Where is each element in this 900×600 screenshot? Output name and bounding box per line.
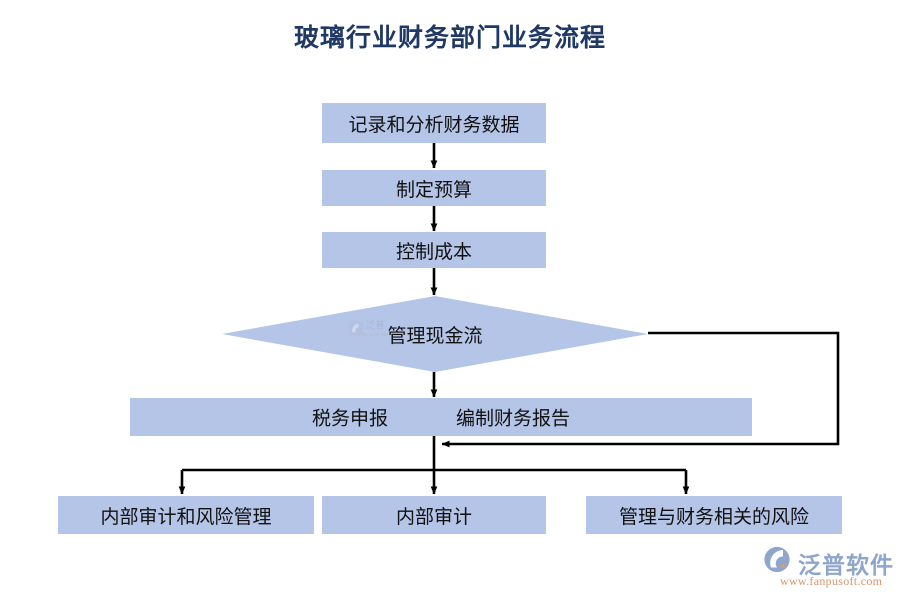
flow-node-tax-report-bar[interactable]: 税务申报 编制财务报告 (130, 398, 752, 436)
diamond-shape (222, 296, 648, 372)
logo-url: www.fanpusoft.com (780, 574, 883, 588)
flow-node-cash-decision[interactable]: 泛普 FANPU SOFTWARE 管理现金流 (222, 296, 648, 372)
flow-node-label: 制定预算 (395, 179, 472, 201)
edge-feedback-loop (441, 331, 840, 448)
flow-node-label-report: 编制财务报告 (456, 408, 571, 430)
flow-node-label: 控制成本 (395, 241, 472, 263)
fanpu-logo-icon (764, 546, 790, 573)
logo-name: 泛普软件 (798, 552, 894, 578)
flow-node-internal-audit[interactable]: 内部审计 (322, 496, 546, 534)
flow-node-label-tax: 税务申报 (312, 408, 389, 430)
page-title: 玻璃行业财务部门业务流程 (293, 24, 606, 52)
flow-node-audit-risk[interactable]: 内部审计和风险管理 (58, 496, 314, 534)
flow-node-record[interactable]: 记录和分析财务数据 (322, 103, 546, 143)
flow-node-label: 内部审计和风险管理 (100, 506, 272, 528)
flow-node-financial-risk[interactable]: 管理与财务相关的风险 (586, 496, 842, 534)
fanpu-logo: 泛普软件 www.fanpusoft.com (762, 545, 894, 593)
flow-node-label: 记录和分析财务数据 (348, 114, 520, 136)
flow-node-label: 管理现金流 (387, 325, 483, 347)
flow-node-budget[interactable]: 制定预算 (322, 170, 546, 206)
flow-node-cost[interactable]: 控制成本 (322, 232, 546, 268)
flow-node-label: 管理与财务相关的风险 (618, 506, 809, 528)
flow-node-label: 内部审计 (395, 506, 472, 528)
